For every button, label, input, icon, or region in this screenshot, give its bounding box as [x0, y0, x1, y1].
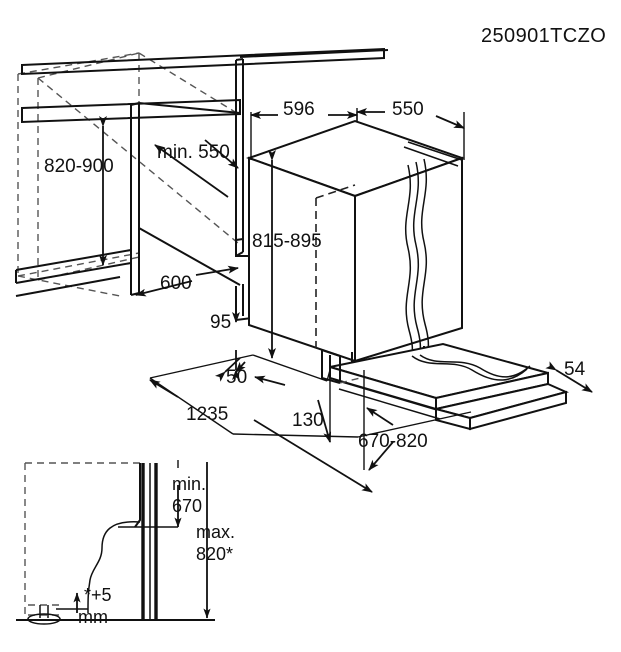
cabinet-hidden-lines: [17, 52, 241, 297]
hose-over-door-2: [419, 354, 531, 378]
dim-appliance-height: 815-895: [252, 150, 322, 359]
siphon-detail-view: min. 670 max. 820* *+5 mm: [16, 460, 235, 627]
hose-lines: [404, 158, 430, 357]
dim-label-95: 95: [210, 312, 231, 333]
dim-label-mm: mm: [78, 607, 108, 627]
door-inner-line-1: [334, 379, 438, 411]
dim-door-panel-height: 670-820: [358, 370, 428, 471]
dim-niche-depth: min. 550: [154, 139, 239, 198]
dim-cabinet-height: 820-900: [44, 116, 114, 266]
dim-label-plus5: *+5: [84, 585, 112, 605]
door-hinge-bracket: [321, 349, 361, 384]
dim-label-1235: 1235: [186, 404, 228, 425]
door-inner-line-2: [338, 388, 441, 420]
cabinet-niche: [138, 102, 241, 286]
dim-label-670: 670: [172, 496, 202, 516]
door-outer-panel-side: [469, 390, 567, 431]
dim-door-projection: 54: [545, 359, 593, 393]
worktop-lower-band: [21, 98, 241, 124]
dim-niche-width: 600: [135, 265, 239, 297]
dim-door-bottom-offset: 130: [292, 358, 332, 443]
dim-label-820-star: 820*: [196, 544, 233, 564]
dim-label-596: 596: [283, 99, 315, 120]
cabinet-divider-panel: [235, 58, 244, 241]
dim-siphon-min: min. 670: [172, 474, 206, 528]
dim-label-min: min.: [172, 474, 206, 494]
dim-label-600: 600: [160, 273, 192, 294]
hose-over-door: [411, 355, 528, 381]
siphon-profile-top: [134, 463, 141, 528]
dim-door-open-depth: 1235: [149, 379, 373, 493]
worktop-band: [21, 47, 389, 76]
open-door-panel-group: [321, 342, 569, 431]
dim-label-54: 54: [564, 359, 586, 380]
dim-label-815-895: 815-895: [252, 231, 322, 252]
dim-label-130: 130: [292, 410, 324, 431]
dim-label-670-820: 670-820: [358, 431, 428, 452]
adjustable-foot: [27, 604, 62, 625]
cabinet-side-panel: [130, 102, 140, 296]
dim-label-max: max.: [196, 522, 235, 542]
dim-appliance-depth: 550: [356, 99, 465, 160]
appliance-top-lip: [407, 141, 463, 161]
siphon-profile-curve: [87, 521, 141, 613]
dim-label-50: 50: [226, 367, 247, 388]
cabinet-base-bands: [15, 249, 132, 297]
dim-label-820-900: 820-900: [44, 156, 114, 177]
dim-label-min-550: min. 550: [157, 142, 230, 163]
dim-foot-adjust: *+5 mm: [73, 585, 112, 627]
appliance-top-lip-2: [403, 146, 459, 167]
dim-plinth-recess: 50: [214, 357, 286, 388]
dim-siphon-max: max. 820*: [196, 462, 235, 619]
dim-label-550: 550: [392, 99, 424, 120]
drawing-code: 250901TCZO: [481, 25, 606, 47]
appliance-hidden-edge-2: [315, 184, 356, 199]
